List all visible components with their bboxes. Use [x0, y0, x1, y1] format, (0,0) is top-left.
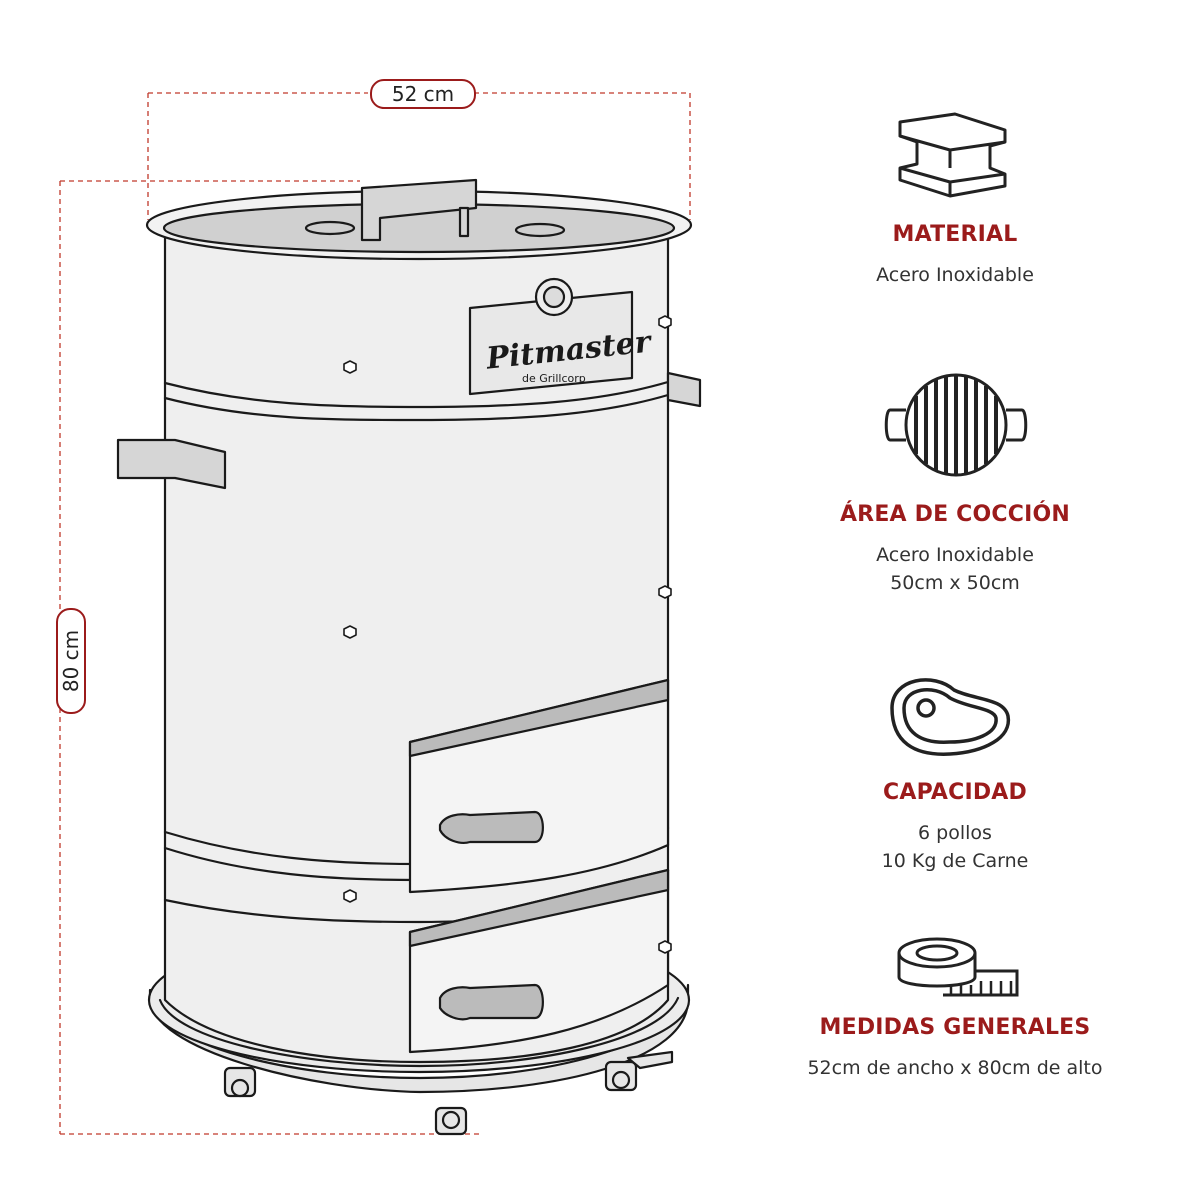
- spec-title: ÁREA DE COCCIÓN: [839, 502, 1071, 527]
- right-handle: [666, 371, 702, 408]
- spec-material: MATERIAL Acero Inoxidable: [800, 222, 1110, 289]
- left-handle: [116, 438, 227, 490]
- lid-handle: [360, 178, 478, 242]
- spec-capacity: CAPACIDAD 6 pollos 10 Kg de Carne: [800, 780, 1110, 875]
- dimension-guides: [59, 92, 691, 1135]
- spec-line: Acero Inoxidable: [876, 544, 1034, 566]
- height-dimension-label: 80 cm: [56, 608, 86, 714]
- steel-beam-icon: [898, 112, 1007, 198]
- spec-title: MEDIDAS GENERALES: [819, 1015, 1091, 1040]
- width-dimension-label: 52 cm: [370, 79, 476, 109]
- spec-title: CAPACIDAD: [883, 780, 1027, 805]
- brand-badge: [468, 290, 634, 396]
- upper-door-handle: [438, 810, 544, 844]
- spec-line: 52cm de ancho x 80cm de alto: [807, 1057, 1103, 1079]
- spec-line: 10 Kg de Carne: [881, 850, 1029, 872]
- lower-door-handle: [438, 983, 544, 1021]
- spec-line: 6 pollos: [918, 822, 992, 844]
- spec-line: Acero Inoxidable: [876, 264, 1034, 286]
- spec-line: 50cm x 50cm: [890, 572, 1020, 594]
- grill-grate-icon: [884, 373, 1028, 477]
- spec-title: MATERIAL: [892, 222, 1018, 247]
- brand-sublogo: de Grillcorp: [522, 372, 586, 385]
- base-tray: [148, 983, 690, 1094]
- steak-icon: [890, 678, 1011, 756]
- spec-general-measurements: MEDIDAS GENERALES 52cm de ancho x 80cm d…: [800, 1015, 1110, 1082]
- measuring-tape-icon: [897, 937, 1019, 997]
- spec-cooking-area: ÁREA DE COCCIÓN Acero Inoxidable 50cm x …: [800, 502, 1110, 597]
